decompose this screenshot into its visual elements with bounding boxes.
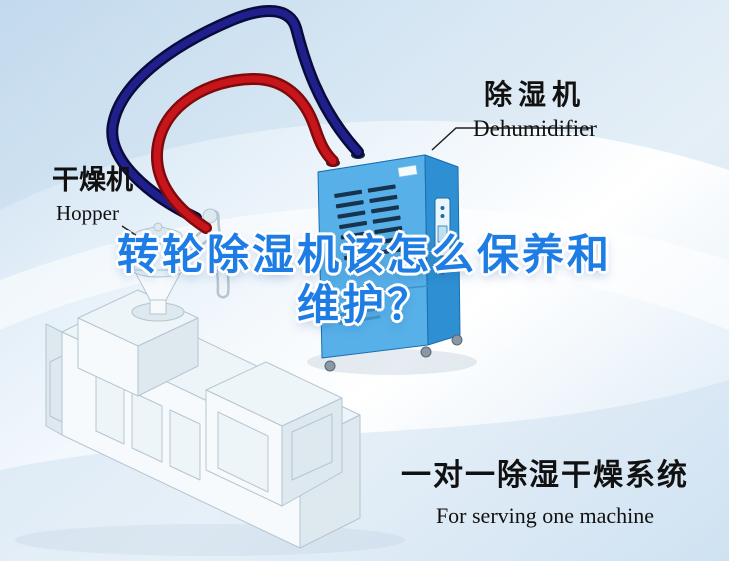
navy-return-pipe [106,5,364,224]
hopper-label-cn: 干燥机 [52,165,133,196]
vent-grille [334,184,406,261]
hopper-label-en: Hopper [56,200,119,225]
hopper-label-line [121,225,147,243]
control-panel [434,197,451,275]
dehumidifier-label-cn: 除湿机 [483,78,586,111]
lower-grille [336,299,381,325]
hopper-label: 干燥机 Hopper [52,166,133,225]
machine-shadow [15,524,405,556]
main-title-line2: 维护？ [296,279,432,329]
hopper-illustration [131,208,230,322]
main-title-line1: 转轮除湿机该怎么保养和 [116,230,612,279]
drying-duct [177,208,230,299]
system-caption-cn: 一对一除湿干燥系统 [401,458,689,493]
red-supply-pipe [151,72,339,234]
main-title: 转轮除湿机该怎么保养和 维护？ [40,230,689,329]
dehumidifier-illustration [307,151,477,375]
system-caption: 一对一除湿干燥系统 For serving one machine [401,450,689,529]
dehumidifier-label-en: Dehumidifier [473,115,597,141]
dehumidifier-label: 除湿机 Dehumidifier [450,78,620,141]
system-caption-en: For serving one machine [435,503,655,528]
dehumidifier-label-line [431,127,592,151]
molding-machine-illustration [45,289,361,549]
